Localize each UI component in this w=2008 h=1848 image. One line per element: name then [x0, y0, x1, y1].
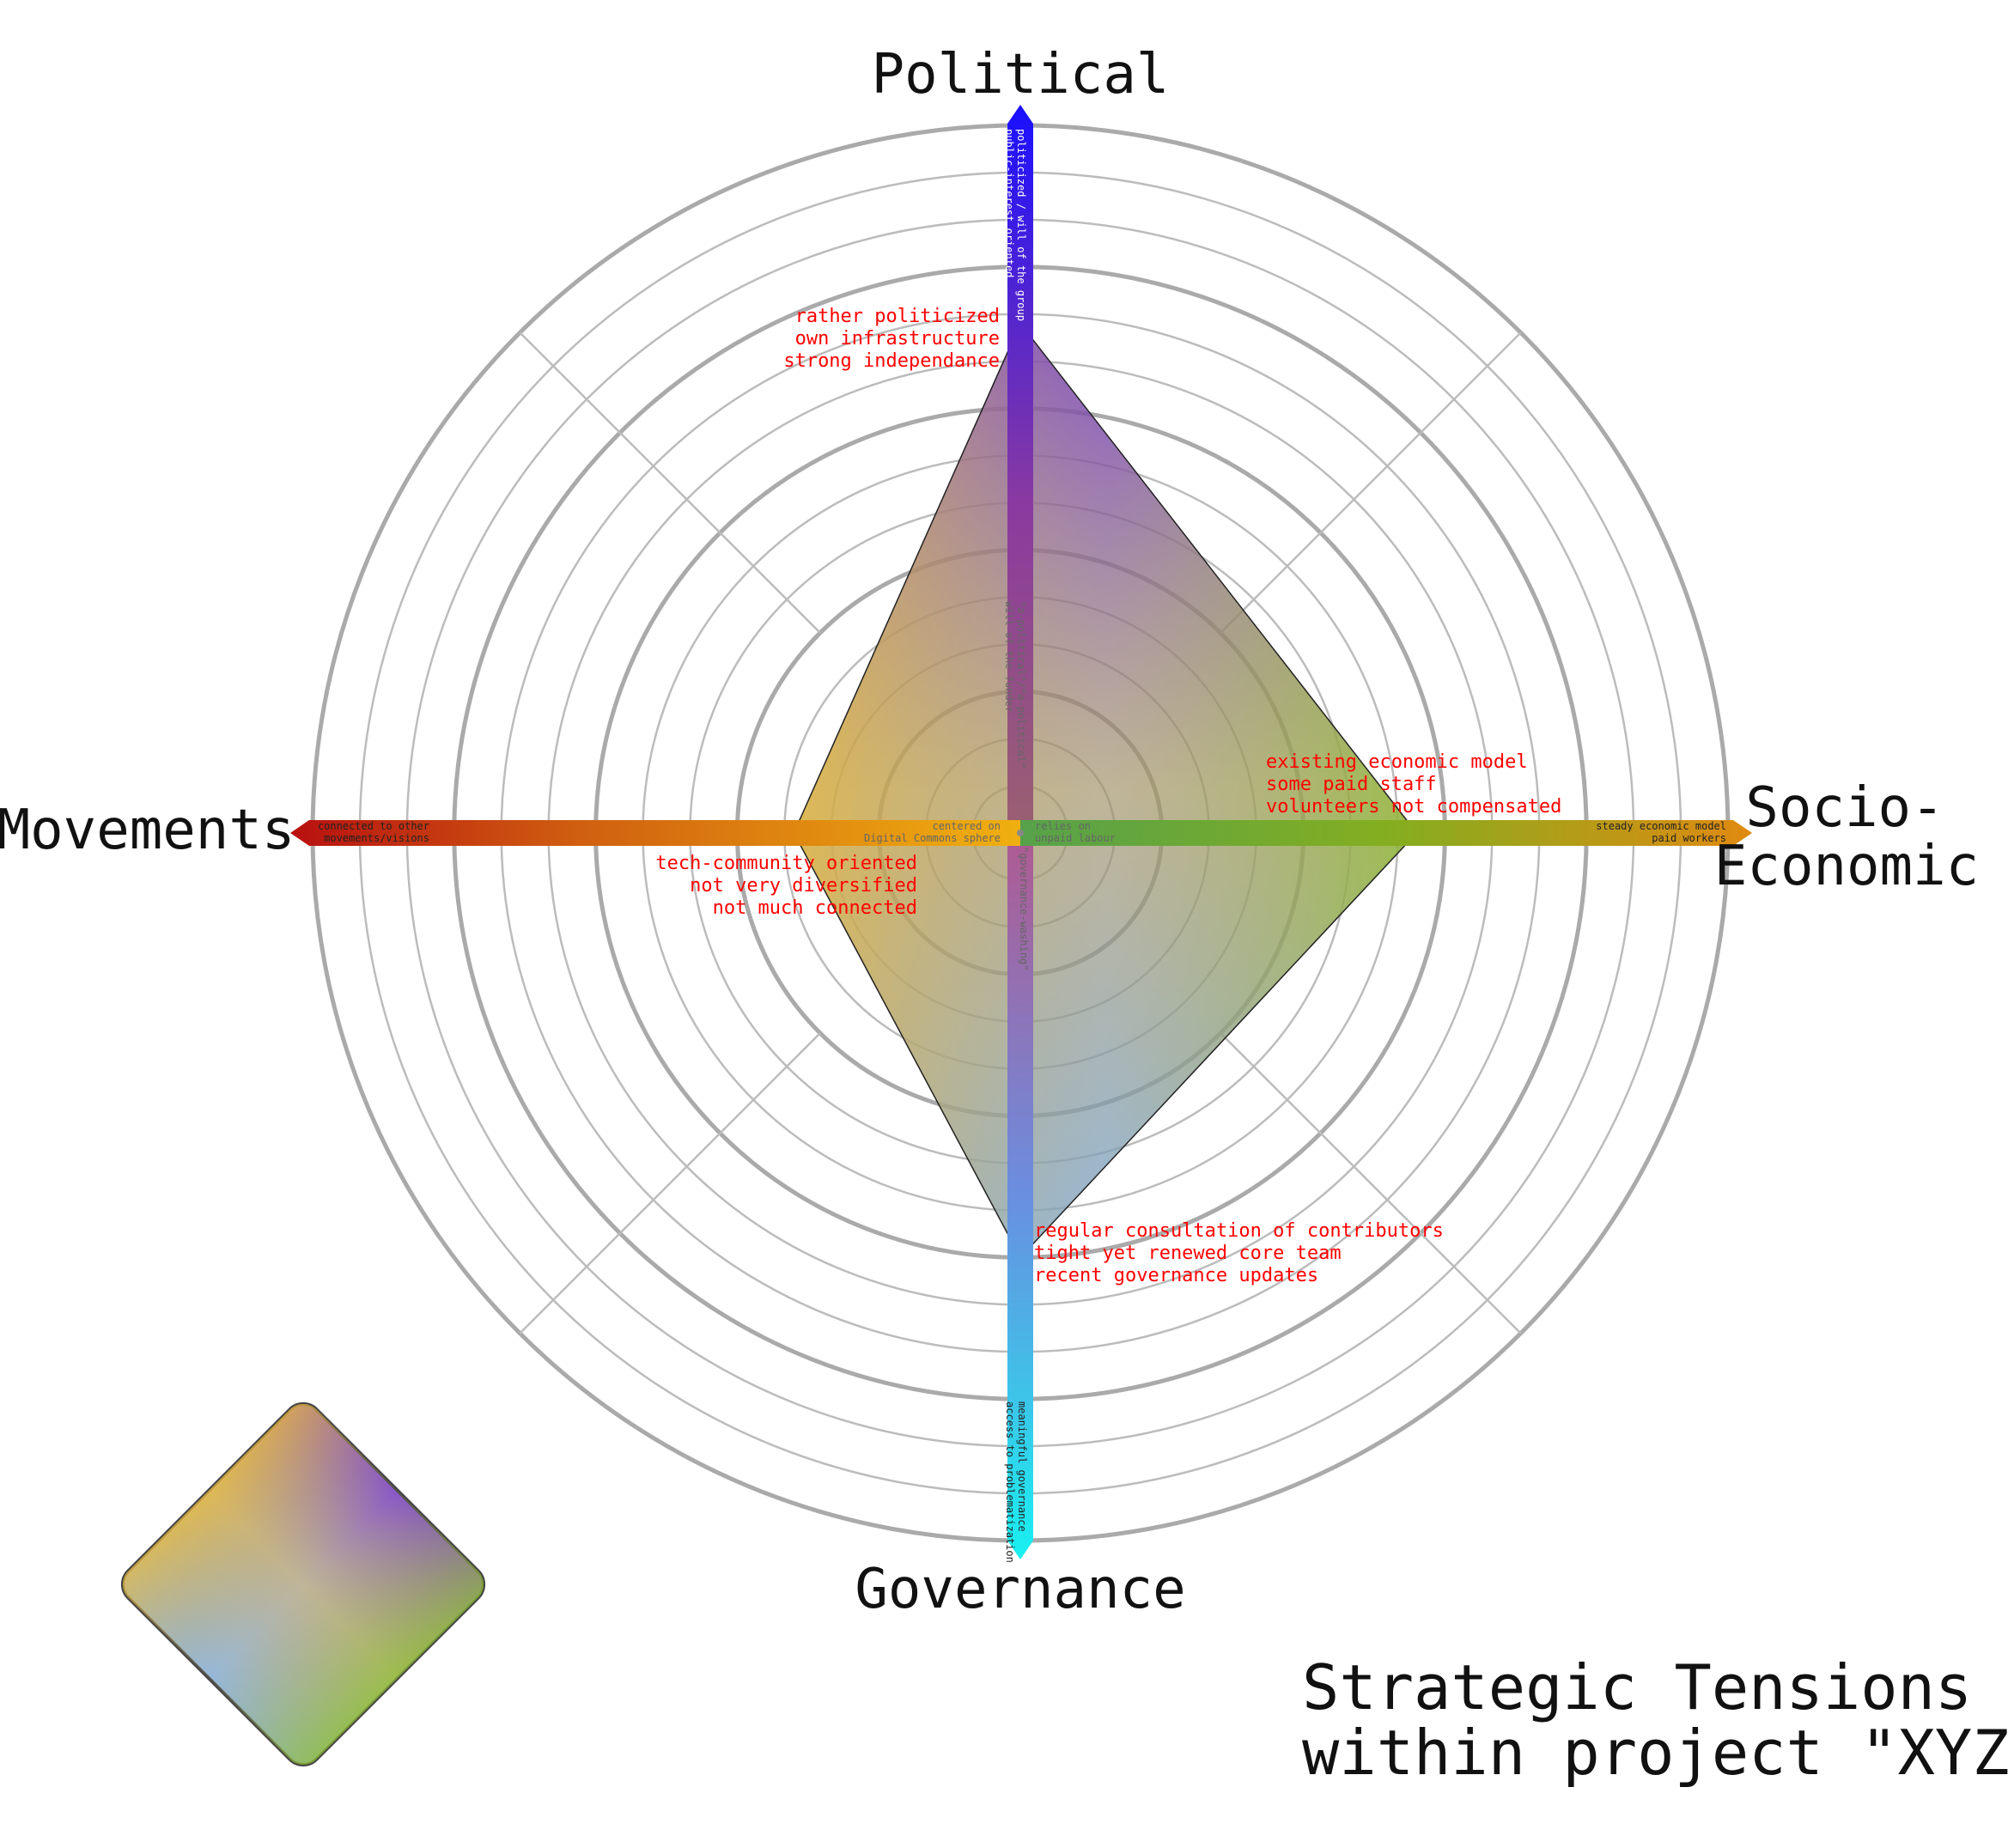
movements-outer-label-1: connected to other: [318, 820, 429, 832]
annotation-governance-2: tight yet renewed core team: [1034, 1243, 1342, 1264]
movements-outer-label-2: movements/visions: [324, 832, 429, 844]
socio-outer-label-1: steady economic model: [1596, 820, 1726, 832]
annotation-political-2: own infrastructure: [795, 328, 1000, 350]
annotation-socio-1: existing economic model: [1266, 751, 1528, 773]
socio-economic-axis-bar: [1020, 820, 1752, 846]
political-center-label-2: will of the funder: [1003, 601, 1015, 713]
political-axis-bar: [1007, 105, 1033, 833]
political-outer-label-1: politicized / will of the group: [1015, 129, 1027, 321]
annotation-political-3: strong independance: [783, 350, 1000, 372]
axis-title-governance: Governance: [855, 1558, 1185, 1621]
axis-bars: [290, 105, 1752, 1559]
radar-spoke: [519, 331, 821, 634]
annotation-governance-1: regular consultation of contributors: [1034, 1220, 1444, 1242]
annotation-socio-2: some paid staff: [1266, 774, 1437, 795]
governance-outer-label-1: meaningful governance: [1016, 1401, 1028, 1532]
annotation-movements-3: not much connected: [713, 897, 917, 919]
title-line-2: within project "XYZ": [1302, 1717, 2008, 1789]
political-center-label-1: "a-political"/"a-political": [1015, 601, 1027, 769]
annotation-political-1: rather politicized: [795, 306, 1000, 327]
axis-title-socio-economic-1: Socio-: [1745, 776, 1944, 840]
governance-center-label-1: "governance-washing": [1018, 847, 1030, 971]
governance-axis-bar: [1007, 833, 1033, 1559]
movements-center-label-2: Digital Commons sphere: [864, 832, 1001, 844]
radar-spoke: [1220, 331, 1522, 634]
title-line-1: Strategic Tensions: [1302, 1651, 1972, 1723]
annotation-socio-3: volunteers not compensated: [1266, 796, 1561, 818]
radar-center-dot: [1017, 830, 1024, 836]
annotation-movements-2: not very diversified: [690, 875, 917, 897]
socio-center-label-1: relies on: [1035, 820, 1091, 832]
socio-outer-label-2: paid workers: [1652, 832, 1726, 844]
legend-diamond: [120, 1401, 486, 1767]
governance-outer-label-2: access to problematization: [1004, 1401, 1016, 1563]
annotation-movements-1: tech-community oriented: [655, 853, 917, 874]
political-outer-label-2: public-interest oriented: [1003, 129, 1015, 277]
radar-spokes: [519, 331, 1522, 1334]
socio-center-label-2: unpaid labour: [1035, 832, 1116, 844]
radar-spoke: [519, 1032, 821, 1334]
movements-center-label-1: centered on: [933, 820, 1001, 832]
movements-axis-bar: [290, 820, 1020, 846]
axis-title-socio-economic-2: Economic: [1714, 835, 1979, 898]
annotation-governance-3: recent governance updates: [1034, 1265, 1318, 1286]
axis-title-movements: Movements: [0, 799, 295, 862]
axis-title-political: Political: [872, 43, 1170, 106]
radar-spoke: [1220, 1032, 1522, 1334]
